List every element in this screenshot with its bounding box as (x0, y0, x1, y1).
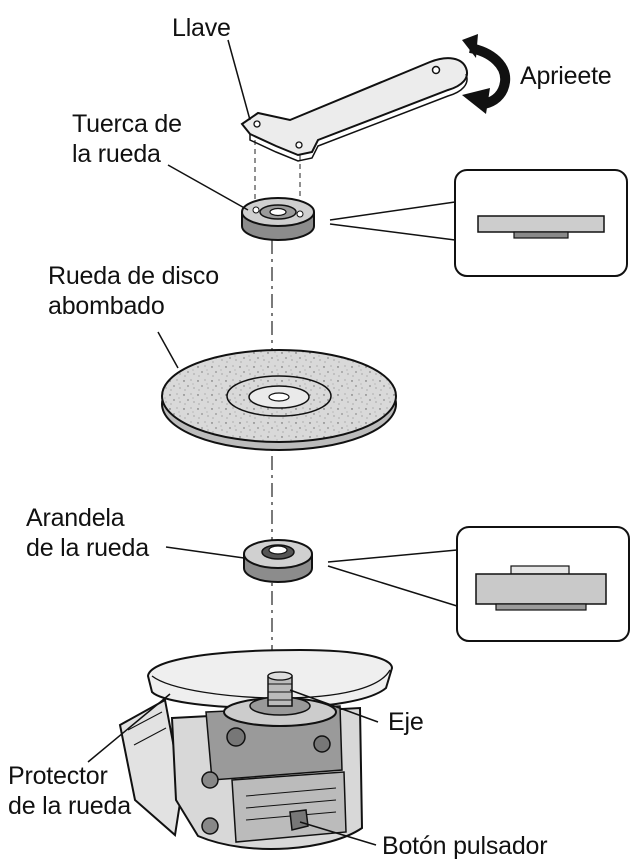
wheel-nut-drawing (241, 197, 315, 241)
label-push-button: Botón pulsador (382, 832, 548, 860)
label-disc-line2: abombado (48, 292, 165, 320)
label-disc-line1: Rueda de disco (48, 262, 219, 290)
leader-guard (87, 693, 171, 763)
wrench-drawing (240, 57, 468, 162)
label-tighten: Aprieete (520, 62, 612, 90)
tighten-arrow-icon (462, 34, 511, 114)
leader-wrench (227, 39, 251, 121)
washer-profile-callout (327, 526, 630, 642)
leader-lines (87, 39, 379, 846)
disc-wheel-drawing (161, 349, 397, 451)
label-spindle: Eje (388, 708, 424, 736)
leader-push-button (299, 821, 377, 846)
label-guard-line2: de la rueda (8, 792, 131, 820)
label-wheel-nut-line2: la rueda (72, 140, 161, 168)
label-washer-line2: de la rueda (26, 534, 149, 562)
nut-profile-callout (329, 169, 628, 277)
wheel-washer-drawing (243, 539, 313, 583)
label-wheel-nut-line1: Tuerca de (72, 110, 182, 138)
grinder-body-drawing (118, 648, 394, 851)
leader-washer (165, 546, 245, 559)
label-washer-line1: Arandela (26, 504, 125, 532)
leader-spindle (289, 689, 379, 723)
leader-wheel-nut (167, 164, 249, 211)
label-guard-line1: Protector (8, 762, 108, 790)
leader-disc (157, 331, 179, 369)
label-wrench: Llave (172, 14, 231, 42)
